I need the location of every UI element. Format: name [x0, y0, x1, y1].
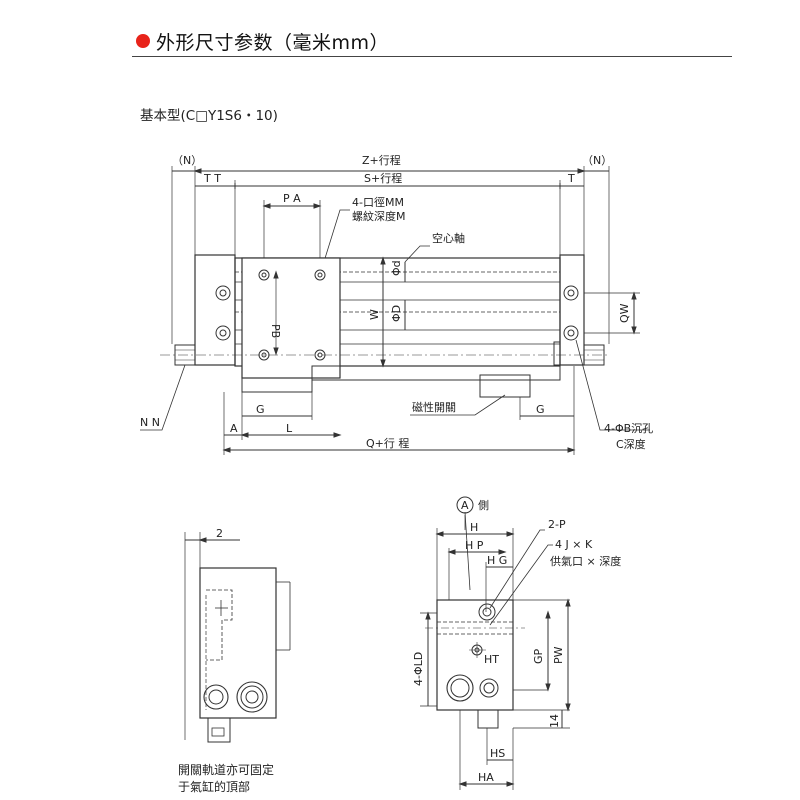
- label-w: W: [368, 309, 381, 320]
- label-g-left: G: [256, 403, 265, 416]
- label-n-right: （N）: [582, 154, 612, 167]
- label-side-a-circle: A: [461, 499, 469, 512]
- label-tt: T T: [203, 172, 221, 185]
- label-pw: PW: [552, 646, 565, 664]
- label-gp: GP: [532, 648, 545, 664]
- label-s-stroke: S+行程: [364, 172, 402, 185]
- label-port-4jk: 4 J × K: [555, 538, 593, 551]
- label-four-phi-ld: 4-ΦLD: [412, 652, 425, 686]
- label-dim-2: 2: [216, 527, 223, 540]
- label-z-stroke: Z+行程: [362, 154, 401, 167]
- label-mm-thread-2: 螺紋深度M: [352, 209, 406, 223]
- label-pa: P A: [283, 192, 301, 205]
- red-bullet-icon: [136, 34, 150, 48]
- label-magnetic-switch: 磁性開關: [412, 400, 456, 414]
- label-q-stroke: Q+行 程: [366, 437, 409, 450]
- label-hp: H P: [465, 539, 484, 552]
- top-view: [140, 166, 650, 455]
- label-a: A: [230, 422, 238, 435]
- label-phi-b-2: C深度: [616, 437, 646, 451]
- label-g-right: G: [536, 403, 545, 416]
- label-t: T: [567, 172, 575, 185]
- label-hollow-shaft: 空心軸: [432, 231, 465, 245]
- label-nn: N N: [140, 416, 160, 429]
- label-qw: QW: [618, 303, 631, 323]
- header-rule: [132, 56, 732, 57]
- section-header: 外形尺寸参数（毫米mm）: [132, 22, 732, 58]
- label-supply-port: 供氣口 × 深度: [550, 554, 621, 568]
- label-l: L: [286, 422, 293, 435]
- label-port-2p: 2-P: [548, 518, 566, 531]
- note-line-1: 開關軌道亦可固定: [178, 763, 275, 777]
- label-ht: HT: [484, 653, 499, 666]
- drawing-labels: （N） （N） Z+行程 S+行程 T T T P A 4-口徑MM 螺紋深度M…: [140, 154, 653, 784]
- section-title: 外形尺寸参数（毫米mm）: [156, 32, 390, 54]
- label-n-left: （N）: [172, 154, 202, 167]
- label-hg: H G: [487, 554, 507, 567]
- note-line-2: 于氣缸的頂部: [178, 780, 251, 794]
- label-phi-b-1: 4-ΦB沉孔: [604, 422, 653, 435]
- label-h: H: [470, 521, 478, 534]
- label-hs: HS: [490, 747, 505, 760]
- label-pb: PB: [269, 324, 282, 338]
- label-mm-thread-1: 4-口徑MM: [352, 196, 404, 209]
- side-view-left: [184, 532, 291, 743]
- label-dim-14: 14: [548, 714, 561, 728]
- label-phi-d-big: ΦD: [390, 305, 403, 322]
- model-subtitle: 基本型(C□Y1S6・10): [140, 108, 278, 124]
- label-phi-d-small: Φd: [390, 260, 403, 276]
- side-view-right: [420, 496, 571, 790]
- label-ha: HA: [478, 771, 494, 784]
- label-side-a: 側: [478, 499, 489, 512]
